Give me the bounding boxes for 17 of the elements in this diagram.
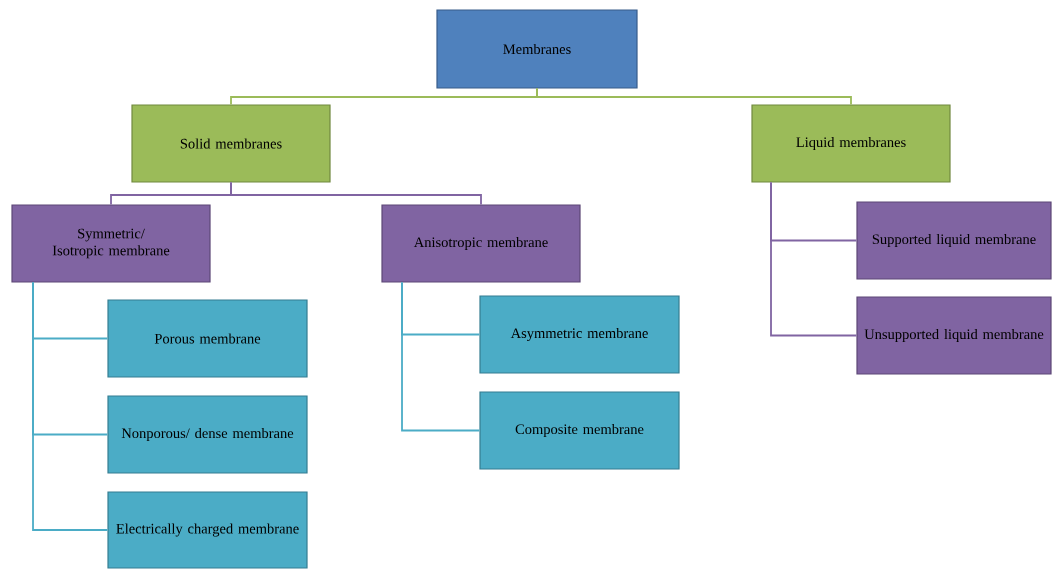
category-box: Solid membranes <box>131 104 331 183</box>
type-box: Supported liquid membrane <box>856 201 1052 280</box>
membrane-box: Porous membrane <box>107 299 308 378</box>
membrane-box: Composite membrane <box>479 391 680 470</box>
membrane-box: Electrically charged membrane <box>107 491 308 569</box>
membrane-box: Nonporous/ dense membrane <box>107 395 308 474</box>
type-box: Unsupported liquid membrane <box>856 296 1052 375</box>
type-box: Symmetric/ Isotropic membrane <box>11 204 211 283</box>
connector-line <box>401 281 481 432</box>
type-box: Anisotropic membrane <box>381 204 581 283</box>
category-box: Liquid membranes <box>751 104 951 183</box>
membrane-box: Asymmetric membrane <box>479 295 680 374</box>
root-box: Membranes <box>436 9 638 89</box>
connector-line <box>230 181 482 206</box>
connector-line <box>536 87 852 106</box>
connector-line <box>770 181 858 337</box>
connector-line <box>32 281 109 531</box>
